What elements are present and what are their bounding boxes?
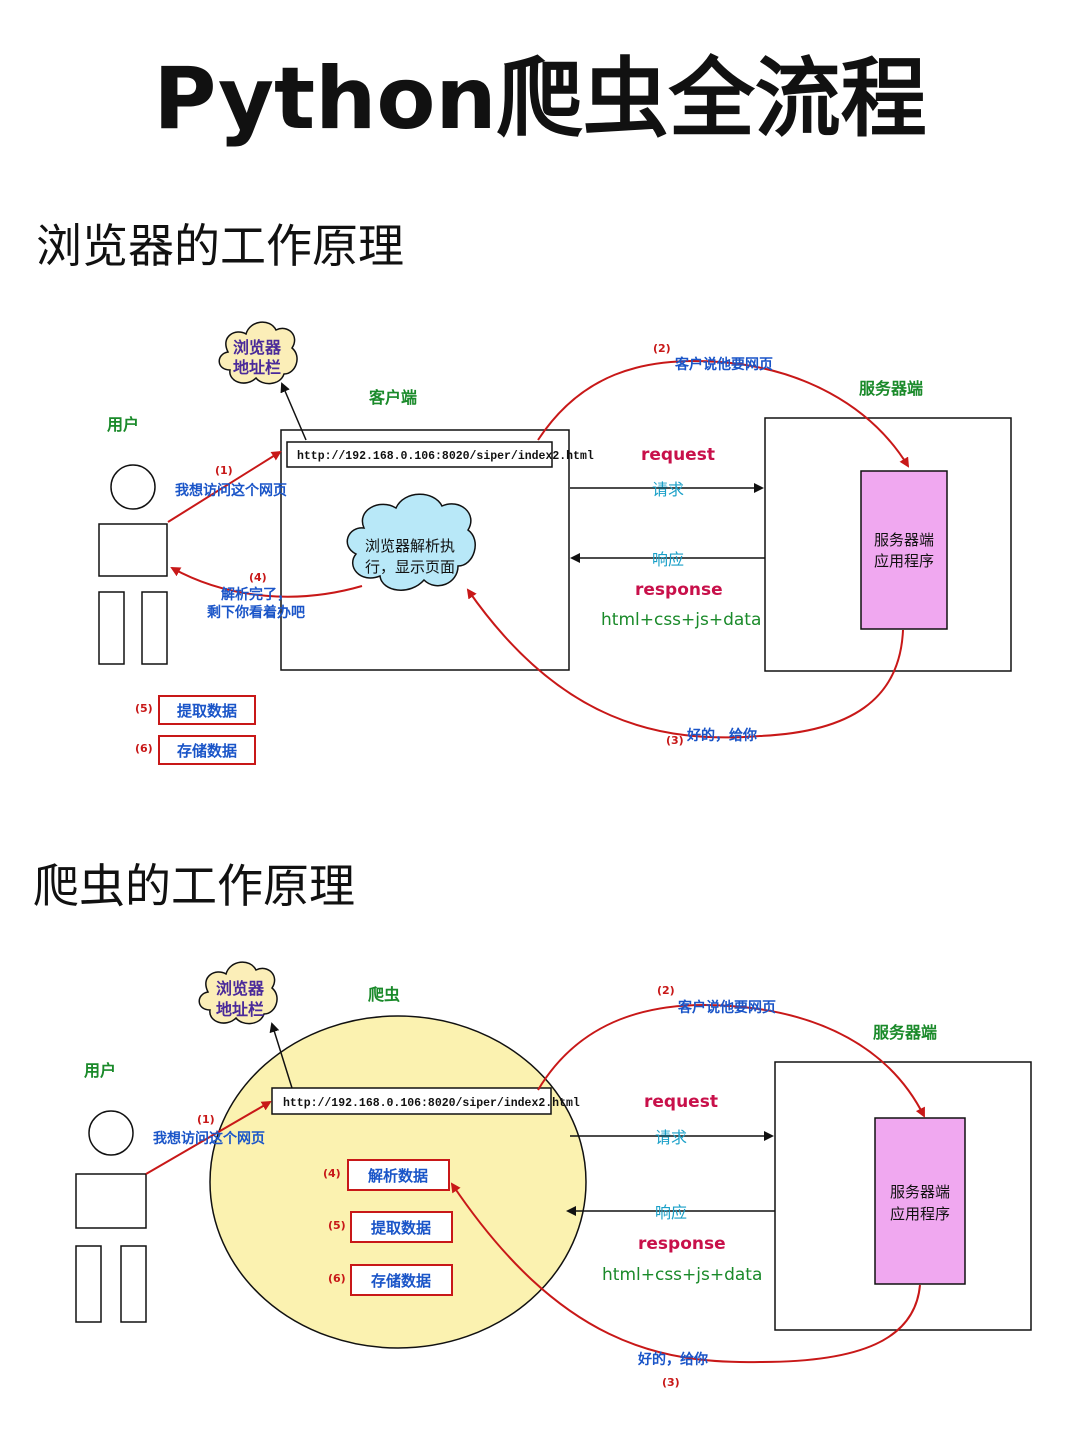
user-figure-2: 用户 bbox=[75, 1061, 147, 1323]
url-text-2: http://192.168.0.106:8020/siper/index2.h… bbox=[283, 1097, 580, 1110]
step6-text: 存储数据 bbox=[177, 742, 237, 760]
step1-num-2: (1) bbox=[197, 1113, 215, 1126]
user-leg-right bbox=[141, 591, 168, 665]
step2-text-2: 客户说他要网页 bbox=[677, 999, 776, 1016]
user-label-2: 用户 bbox=[84, 1061, 116, 1080]
user-leg-right-2 bbox=[120, 1245, 147, 1323]
user-figure-1: 用户 bbox=[98, 415, 168, 665]
address-bar-cloud-2: 浏览器 地址栏 bbox=[198, 961, 278, 1025]
user-leg-left-2 bbox=[75, 1245, 102, 1323]
step1-arrow-2 bbox=[145, 1100, 272, 1175]
step4-arrow bbox=[170, 567, 363, 598]
step5-num: (5) bbox=[135, 702, 153, 715]
step6-text-2: 存储数据 bbox=[371, 1272, 431, 1290]
step5-text: 提取数据 bbox=[177, 702, 237, 720]
parse-cloud-line2: 行，显示页面 bbox=[365, 558, 455, 576]
url-text: http://192.168.0.106:8020/siper/index2.h… bbox=[297, 450, 594, 463]
address-pointer-arrow bbox=[280, 382, 307, 441]
step2-text: 客户说他要网页 bbox=[674, 356, 773, 373]
step6-num-2: (6) bbox=[328, 1272, 346, 1285]
step3-text: 好的，给你 bbox=[686, 727, 757, 744]
user-body bbox=[98, 523, 168, 577]
response-en-2: response bbox=[638, 1234, 726, 1254]
server-app-line1: 服务器端 bbox=[874, 531, 934, 549]
crawler-section-heading: 爬虫的工作原理 bbox=[33, 859, 355, 913]
step4-text-line1: 解析完了， bbox=[221, 586, 291, 603]
server-app-line2: 应用程序 bbox=[874, 552, 934, 570]
server-window-2 bbox=[774, 1061, 1032, 1331]
step4-box-2 bbox=[347, 1159, 450, 1191]
step3-num: (3) bbox=[666, 734, 684, 747]
user-head bbox=[110, 464, 156, 510]
request-en: request bbox=[641, 445, 715, 465]
server-app-box bbox=[860, 470, 948, 630]
server-label-2: 服务器端 bbox=[873, 1023, 937, 1042]
server-app-box-2 bbox=[874, 1117, 966, 1285]
crawler-section: 爬虫的工作原理 爬虫 浏览器 地址栏 用户 http://192.168.0.1… bbox=[33, 859, 1032, 1389]
url-bar[interactable] bbox=[286, 441, 553, 468]
payload-text: html+css+js+data bbox=[601, 610, 761, 630]
address-bar-cloud-line1: 浏览器 bbox=[233, 338, 282, 357]
step1-arrow bbox=[167, 450, 282, 523]
step5-box-2 bbox=[350, 1211, 453, 1243]
user-label: 用户 bbox=[107, 415, 139, 434]
step5-text-2: 提取数据 bbox=[371, 1219, 431, 1237]
step2-num: (2) bbox=[653, 342, 671, 355]
step3-num-2: (3) bbox=[662, 1376, 680, 1389]
parse-cloud-line1: 浏览器解析执 bbox=[365, 537, 455, 555]
server-box-2: 服务器端 服务器端 应用程序 bbox=[774, 1023, 1032, 1331]
step4-text-line2: 剩下你看着办吧 bbox=[207, 604, 305, 621]
step3-arrow bbox=[466, 588, 904, 739]
step3-arrow-2 bbox=[450, 1182, 921, 1364]
address-bar-cloud-line2: 地址栏 bbox=[233, 358, 281, 377]
server-app-2-line1: 服务器端 bbox=[890, 1183, 950, 1201]
step6-box bbox=[158, 735, 256, 765]
address-pointer-arrow-2 bbox=[269, 1022, 293, 1089]
step1-text-2: 我想访问这个网页 bbox=[153, 1130, 265, 1147]
response-cn: 响应 bbox=[652, 550, 684, 569]
request-en-2: request bbox=[644, 1092, 718, 1112]
step5-box bbox=[158, 695, 256, 725]
client-label: 客户端 bbox=[369, 388, 417, 407]
url-bar-2[interactable] bbox=[271, 1087, 552, 1115]
server-label: 服务器端 bbox=[859, 379, 923, 398]
step4-num: (4) bbox=[249, 571, 267, 584]
crawler-label: 爬虫 bbox=[367, 985, 400, 1004]
page-title: Python爬虫全流程 bbox=[153, 49, 926, 149]
address-bar-cloud-2-line1: 浏览器 bbox=[216, 979, 265, 998]
payload-text-2: html+css+js+data bbox=[602, 1265, 762, 1285]
server-app-2-line2: 应用程序 bbox=[890, 1205, 950, 1223]
step1-text: 我想访问这个网页 bbox=[175, 482, 287, 499]
user-body-2 bbox=[75, 1173, 147, 1229]
address-bar-cloud-2-line2: 地址栏 bbox=[216, 1000, 264, 1019]
step5-num-2: (5) bbox=[328, 1219, 346, 1232]
step4-text-2: 解析数据 bbox=[368, 1167, 428, 1185]
response-cn-2: 响应 bbox=[655, 1203, 687, 1222]
browser-section-heading: 浏览器的工作原理 bbox=[36, 219, 404, 273]
request-cn-2: 请求 bbox=[655, 1128, 687, 1147]
browser-section: 浏览器的工作原理 浏览器 地址栏 用户 客户端 http://192.168.0… bbox=[36, 219, 1012, 765]
step2-arrow-2 bbox=[537, 1004, 925, 1118]
user-leg-left bbox=[98, 591, 125, 665]
request-cn: 请求 bbox=[652, 480, 684, 499]
step2-arrow bbox=[537, 360, 910, 468]
step2-num-2: (2) bbox=[657, 984, 675, 997]
address-bar-cloud: 浏览器 地址栏 bbox=[218, 321, 298, 385]
response-en: response bbox=[635, 580, 723, 600]
step4-num-2: (4) bbox=[323, 1167, 341, 1180]
user-head-2 bbox=[88, 1110, 134, 1156]
step1-num: (1) bbox=[215, 464, 233, 477]
step6-num: (6) bbox=[135, 742, 153, 755]
step6-box-2 bbox=[350, 1264, 453, 1296]
parse-cloud: 浏览器解析执 行，显示页面 bbox=[346, 493, 476, 591]
server-box-1: 服务器端 服务器端 应用程序 bbox=[764, 379, 1012, 672]
step3-text-2: 好的，给你 bbox=[637, 1351, 708, 1368]
